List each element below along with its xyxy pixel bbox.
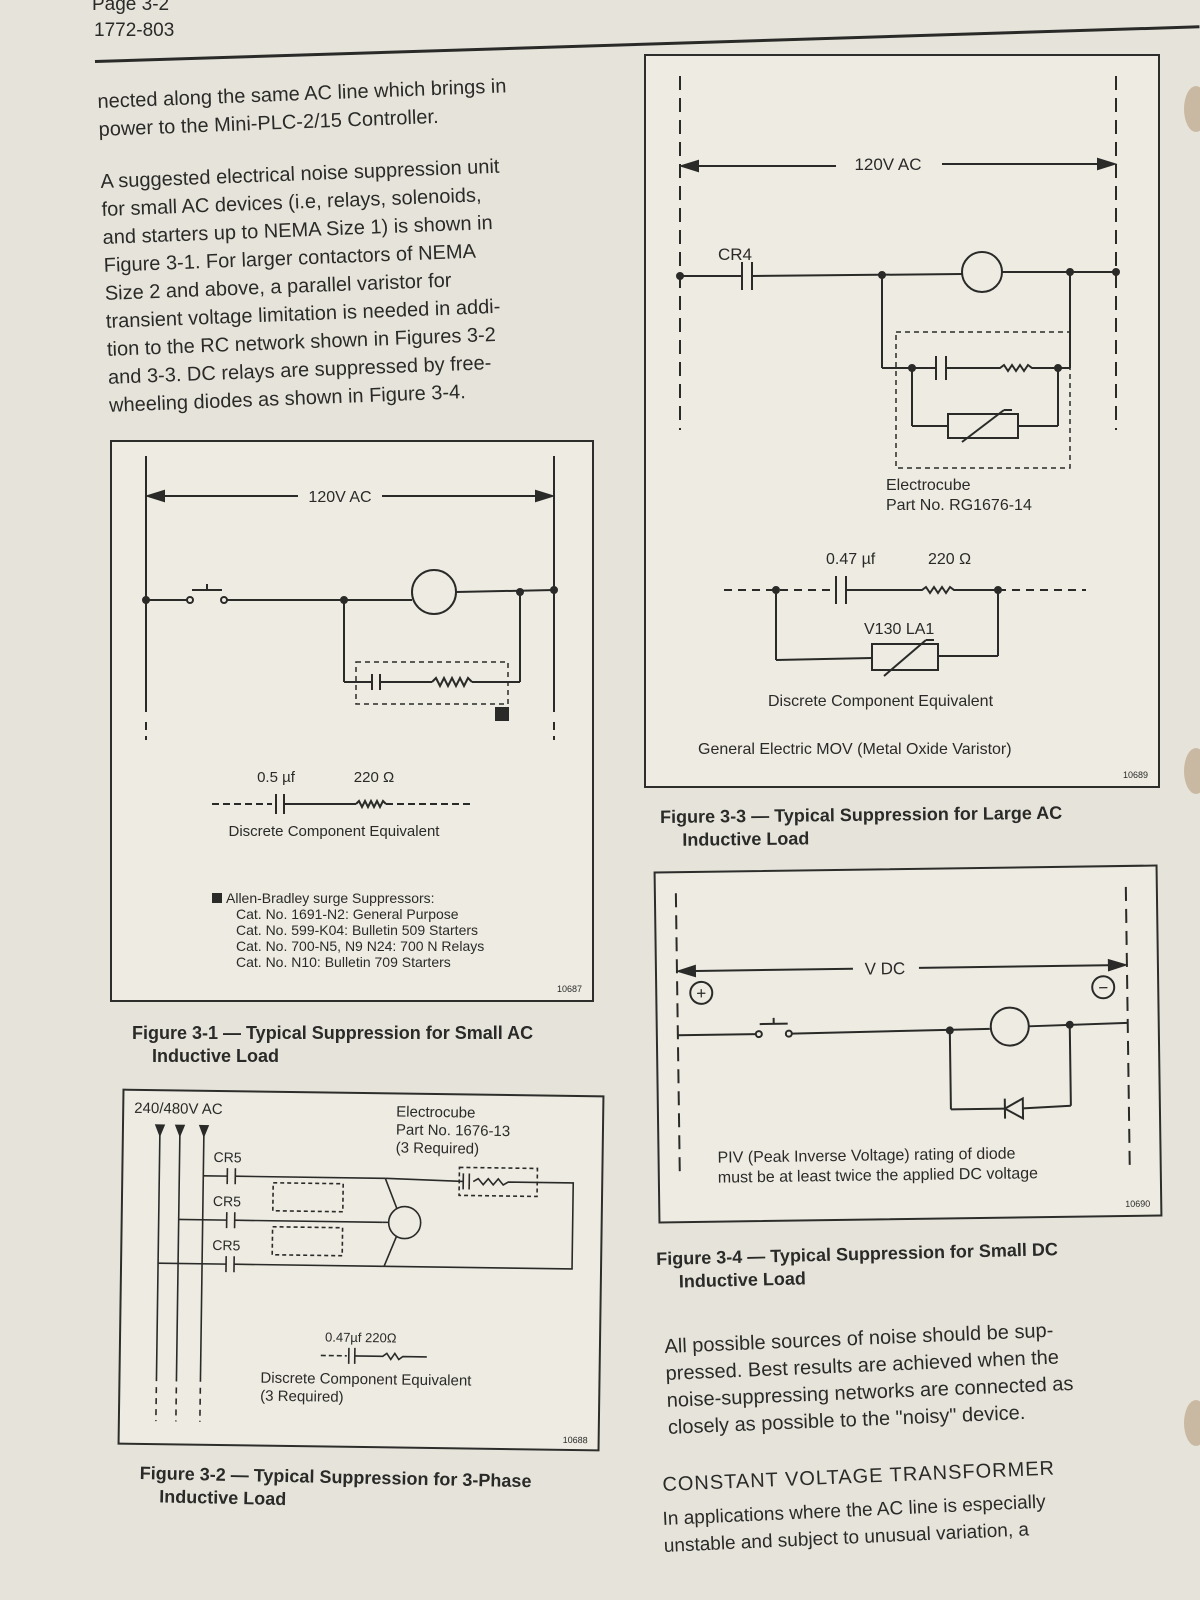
caption-line: Inductive Load [152, 1046, 280, 1066]
note-marker: 1 [499, 710, 505, 721]
voltage-label: 240/480V AC [134, 1100, 223, 1118]
plus-terminal-icon [689, 980, 714, 1005]
figure-3-4-diagram: V DC + − PIV (Peak Inverse Voltage) rati… [674, 886, 1131, 1187]
closing-paragraph: All possible sources of noise should be … [664, 1317, 1075, 1442]
minus-terminal-icon [1091, 975, 1116, 1000]
minus-symbol: − [1098, 978, 1108, 997]
figure-3-2-caption: Figure 3-2 — Typical Suppression for 3-P… [139, 1462, 532, 1516]
figure-3-4-caption: Figure 3-4 — Typical Suppression for Sma… [656, 1238, 1059, 1294]
contact-label: CR5 [213, 1193, 241, 1209]
note-marker-icon [212, 893, 222, 903]
figure-3-4-box: V DC + − PIV (Peak Inverse Voltage) rati… [653, 864, 1163, 1224]
figure-3-2-box: 240/480V AC CR5 CR5 CR5 [117, 1088, 605, 1452]
equivalent-label: Discrete Component Equivalent [768, 693, 994, 710]
binder-hole [1184, 748, 1200, 794]
binder-hole [1184, 1400, 1200, 1446]
binder-hole [1184, 86, 1200, 132]
voltage-label: 120V AC [308, 489, 371, 506]
figure-number: 10688 [562, 1434, 588, 1446]
varistor-label: V130 LA1 [864, 621, 934, 638]
equivalent-label: (3 Required) [260, 1388, 344, 1406]
figure-3-2-diagram: 240/480V AC CR5 CR5 CR5 [134, 1100, 575, 1422]
part-line: Part No. 1676-13 [396, 1121, 510, 1140]
figure-number: 10690 [1125, 1198, 1151, 1209]
contact-label: CR5 [212, 1237, 240, 1253]
caption-line: Inductive Load [682, 828, 810, 850]
voltage-label: 120V AC [854, 155, 921, 174]
notes-title: Allen-Bradley surge Suppressors: [226, 890, 435, 906]
body-paragraph: A suggested electrical noise suppression… [100, 153, 509, 420]
figure-3-3-diagram: 120V AC CR4 Electrocube Part No. RG1676-… [676, 76, 1120, 758]
resistor-label: 220 Ω [928, 551, 971, 568]
capacitor-label: 0.47 µf [826, 551, 876, 568]
equivalent-label: Discrete Component Equivalent [229, 823, 441, 840]
piv-note: must be at least twice the applied DC vo… [718, 1165, 1038, 1186]
resistor-label: 220 Ω [354, 769, 394, 786]
note-item: Cat. No. 599-K04: Bulletin 509 Starters [236, 922, 479, 938]
caption-line: Figure 3-3 — Typical Suppression for Lar… [660, 802, 1063, 827]
piv-note: PIV (Peak Inverse Voltage) rating of dio… [717, 1146, 1015, 1167]
contact-label: CR5 [213, 1149, 241, 1165]
figure-3-3-caption: Figure 3-3 — Typical Suppression for Lar… [660, 802, 1063, 852]
figure-number: 10689 [1122, 770, 1148, 780]
figure-3-1-diagram: 120V AC 1 0.5 µf 220 Ω Discrete Componen… [142, 456, 558, 840]
part-line: Part No. RG1676-14 [886, 497, 1032, 514]
note-item: Cat. No. 700-N5, N9 N24: 700 N Relays [236, 938, 485, 954]
contact-label: CR4 [718, 245, 752, 264]
plus-symbol: + [696, 984, 706, 1003]
cvt-paragraph: In applications where the AC line is esp… [662, 1489, 1047, 1560]
figure-3-3-box: 120V AC CR4 Electrocube Part No. RG1676-… [644, 54, 1160, 788]
figure-3-1-caption: Figure 3-1 — Typical Suppression for Sma… [132, 1022, 533, 1068]
intro-paragraph: nected along the same AC line which brin… [97, 72, 508, 144]
capacitor-label: 0.5 µf [257, 769, 296, 786]
mov-label: General Electric MOV (Metal Oxide Varist… [698, 741, 1012, 758]
figure-3-1-box: 120V AC 1 0.5 µf 220 Ω Discrete Componen… [110, 440, 594, 1002]
component-values: 0.47µf 220Ω [325, 1330, 397, 1346]
voltage-label: V DC [865, 959, 906, 979]
part-line: (3 Required) [396, 1139, 480, 1157]
equivalent-label: Discrete Component Equivalent [260, 1370, 472, 1390]
part-line: Electrocube [886, 477, 971, 494]
page-number: Page 3-2 [92, 0, 170, 15]
document-code: 1772-803 [94, 20, 175, 41]
caption-line: Figure 3-1 — Typical Suppression for Sma… [132, 1023, 534, 1043]
surge-suppressor-notes: Allen-Bradley surge Suppressors: Cat. No… [212, 890, 484, 970]
note-item: Cat. No. N10: Bulletin 709 Starters [236, 954, 451, 970]
figure-number: 10687 [556, 984, 582, 994]
note-item: Cat. No. 1691-N2: General Purpose [236, 906, 459, 922]
part-line: Electrocube [396, 1103, 475, 1121]
